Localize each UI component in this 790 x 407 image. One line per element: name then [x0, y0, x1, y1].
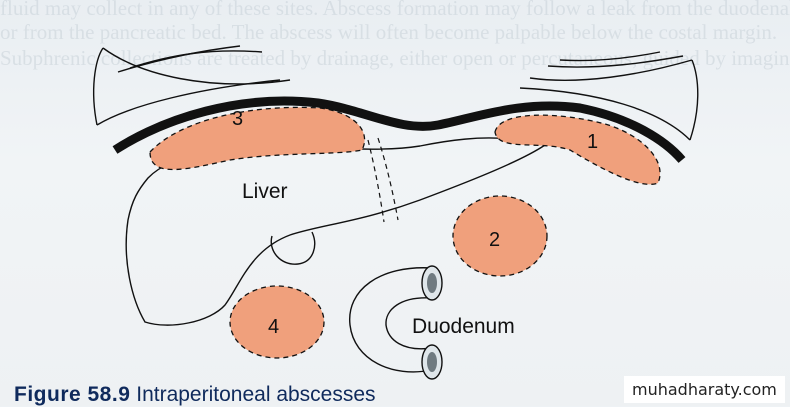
label-liver: Liver	[242, 180, 288, 203]
duodenum	[349, 265, 443, 380]
site-watermark: muhadharaty.com	[624, 376, 785, 403]
label-space-3: 3	[232, 108, 243, 130]
label-space-1: 1	[587, 131, 598, 153]
figure-number: Figure 58.9	[14, 383, 131, 406]
subphrenic-space-3	[149, 106, 366, 171]
subphrenic-space-1	[494, 114, 661, 185]
background-text-line: or from the pancreatic bed. The abscess …	[0, 20, 778, 44]
label-duodenum: Duodenum	[412, 315, 515, 338]
label-space-4: 4	[268, 316, 279, 338]
left-lung-base	[92, 45, 291, 126]
background-text-line: fluid may collect in any of these sites.…	[0, 0, 790, 20]
figure-caption: Figure 58.9 Intraperitoneal abscesses	[14, 383, 376, 407]
right-lung-base	[519, 51, 699, 141]
diaphragm	[112, 96, 686, 163]
liver-outline	[125, 127, 549, 326]
caption-text: Intraperitoneal abscesses	[136, 383, 376, 406]
label-space-2: 2	[489, 229, 500, 251]
falciform-ligament	[367, 137, 399, 223]
background-text-line: Subphrenic collections are treated by dr…	[0, 46, 790, 70]
abscess-space-4	[229, 285, 325, 359]
gallbladder	[270, 231, 316, 265]
abscess-space-2	[452, 195, 548, 277]
